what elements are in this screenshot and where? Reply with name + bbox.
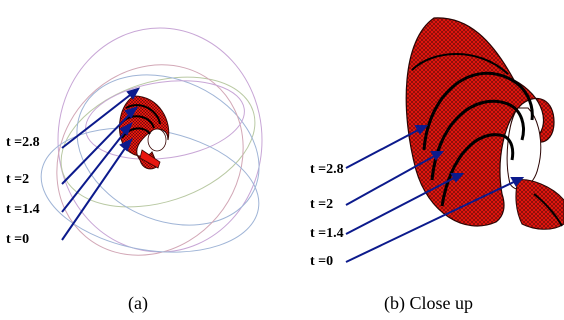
caption-b: (b) Close up — [384, 293, 473, 313]
arrow-b-t-1-4 — [345, 175, 459, 235]
label-t-0: t =0 — [6, 232, 30, 247]
arrow-b-t-0 — [345, 179, 519, 263]
arrow-t-2-8 — [61, 91, 135, 149]
arrow-b-t-2 — [345, 153, 439, 206]
caption-a: (a) — [128, 293, 148, 313]
arrow-b-t-2-8 — [345, 127, 423, 169]
label-t-2: t =2 — [6, 172, 30, 187]
label-b-t-2: t =2 — [310, 197, 334, 212]
time-arrows — [61, 87, 141, 241]
arrow-t-2 — [61, 111, 133, 185]
figure-a — [40, 27, 263, 256]
label-b-t-1-4: t =1.4 — [310, 226, 344, 241]
time-arrows-closeup — [345, 125, 525, 263]
arrow-t-0 — [61, 143, 129, 241]
label-t-1-4: t =1.4 — [6, 202, 40, 217]
shell-surface-closeup — [405, 17, 564, 230]
label-b-t-2-8: t =2.8 — [310, 162, 344, 177]
wireframe-sphere — [40, 27, 263, 256]
figure-b — [345, 17, 564, 263]
panel-a: t =2.8 t =2 t =1.4 t =0 (a) — [6, 27, 263, 313]
arrow-t-1-4 — [61, 127, 129, 213]
label-t-2-8: t =2.8 — [6, 135, 40, 150]
label-b-t-0: t =0 — [310, 254, 334, 269]
panel-b: t =2.8 t =2 t =1.4 t =0 (b) Close up — [282, 0, 564, 320]
